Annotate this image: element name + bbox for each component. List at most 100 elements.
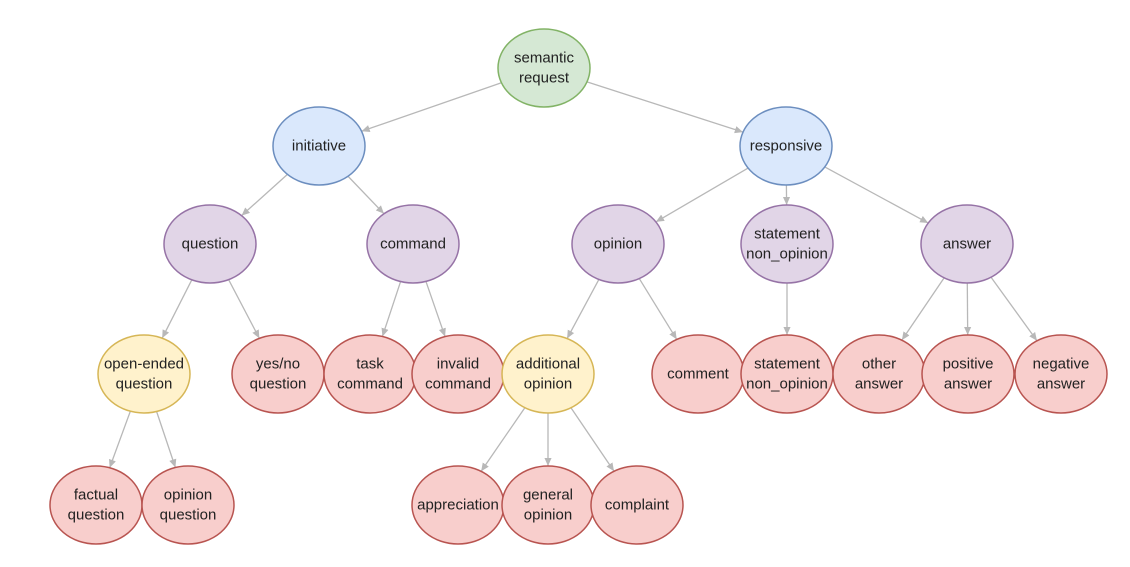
node-appreciation: appreciation	[411, 465, 505, 545]
node-label: opinion	[524, 376, 572, 393]
node-label: task	[356, 356, 384, 373]
node-shape	[272, 106, 366, 186]
node-shape	[501, 334, 595, 414]
node-label: non_opinion	[746, 246, 828, 263]
node-label: semantic	[514, 50, 575, 67]
edge-responsive-to-opinion	[655, 167, 749, 223]
node-responsive: responsive	[739, 106, 833, 186]
node-complaint: complaint	[590, 465, 684, 545]
node-shape	[740, 334, 834, 414]
node-other-answer: other answer	[832, 334, 926, 414]
node-label: opinion	[164, 487, 212, 504]
node-shape	[501, 465, 595, 545]
edge-question-to-yes-no-question	[228, 279, 260, 339]
node-label: factual	[74, 487, 118, 504]
node-shape	[920, 204, 1014, 284]
node-opinion-question: opinion question	[141, 465, 235, 545]
node-label: answer	[1037, 376, 1085, 393]
edge-additional-opinion-to-appreciation	[480, 407, 526, 472]
node-label: question	[160, 507, 217, 524]
node-yes-no-question: yes/no question	[231, 334, 325, 414]
node-positive-answer: positive answer	[921, 334, 1015, 414]
node-shape	[739, 106, 833, 186]
edge-semantic-request-to-initiative	[361, 82, 502, 132]
node-label: complaint	[605, 497, 670, 514]
node-label: responsive	[750, 138, 823, 155]
node-label: negative	[1033, 356, 1090, 373]
nodes-layer: semantic request initiative responsive quest…	[49, 28, 1108, 545]
node-shape	[366, 204, 460, 284]
node-label: statement	[754, 356, 821, 373]
node-label: answer	[944, 376, 992, 393]
edges-layer	[109, 81, 1038, 472]
node-label: answer	[943, 236, 991, 253]
node-label: general	[523, 487, 573, 504]
node-task-command: task command	[323, 334, 417, 414]
edge-additional-opinion-to-complaint	[570, 407, 615, 472]
node-shape	[590, 465, 684, 545]
node-label: open-ended	[104, 356, 184, 373]
node-label: comment	[667, 366, 730, 383]
node-label: appreciation	[417, 497, 499, 514]
node-comment: comment	[651, 334, 745, 414]
node-shape	[832, 334, 926, 414]
node-label: question	[116, 376, 173, 393]
edge-command-to-task-command	[381, 281, 402, 337]
node-shape	[1014, 334, 1108, 414]
node-label: initiative	[292, 138, 346, 155]
node-semantic-request: semantic request	[497, 28, 591, 108]
edge-initiative-to-command	[347, 175, 385, 215]
node-label: statement	[754, 226, 821, 243]
node-answer: answer	[920, 204, 1014, 284]
node-shape	[231, 334, 325, 414]
node-label: request	[519, 70, 570, 87]
node-shape	[323, 334, 417, 414]
node-shape	[97, 334, 191, 414]
node-label: answer	[855, 376, 903, 393]
node-label: invalid	[437, 356, 480, 373]
node-question: question	[163, 204, 257, 284]
node-shape	[571, 204, 665, 284]
node-label: command	[337, 376, 403, 393]
node-opinion: opinion	[571, 204, 665, 284]
node-label: non_opinion	[746, 376, 828, 393]
node-label: yes/no	[256, 356, 300, 373]
node-initiative: initiative	[272, 106, 366, 186]
node-negative-answer: negative answer	[1014, 334, 1108, 414]
edge-answer-to-negative-answer	[990, 276, 1038, 342]
node-label: opinion	[594, 236, 642, 253]
node-shape	[141, 465, 235, 545]
node-label: question	[68, 507, 125, 524]
node-label: command	[380, 236, 446, 253]
node-invalid-command: invalid command	[411, 334, 505, 414]
edge-question-to-open-ended-question	[161, 279, 193, 339]
node-label: additional	[516, 356, 580, 373]
node-open-ended-question: open-ended question	[97, 334, 191, 414]
node-command: command	[366, 204, 460, 284]
node-label: opinion	[524, 507, 572, 524]
node-label: other	[862, 356, 896, 373]
edge-opinion-to-additional-opinion	[566, 279, 600, 339]
edge-open-ended-question-to-factual-question	[109, 411, 131, 468]
node-shape	[411, 334, 505, 414]
edge-opinion-to-comment	[638, 278, 678, 340]
node-label: positive	[943, 356, 994, 373]
edge-responsive-to-answer	[824, 166, 929, 224]
node-shape	[740, 204, 834, 284]
node-label: question	[182, 236, 239, 253]
node-shape	[163, 204, 257, 284]
node-factual-question: factual question	[49, 465, 143, 545]
edge-answer-to-other-answer	[901, 277, 945, 341]
node-shape	[497, 28, 591, 108]
edge-command-to-invalid-command	[425, 281, 446, 337]
node-statement-non-opinion: statement non_opinion	[740, 204, 834, 284]
edge-semantic-request-to-responsive	[586, 81, 744, 134]
node-statement-non-opinion-leaf: statement non_opinion	[740, 334, 834, 414]
node-shape	[49, 465, 143, 545]
node-label: command	[425, 376, 491, 393]
node-label: question	[250, 376, 307, 393]
edge-initiative-to-question	[241, 173, 288, 217]
node-shape	[921, 334, 1015, 414]
node-general-opinion: general opinion	[501, 465, 595, 545]
